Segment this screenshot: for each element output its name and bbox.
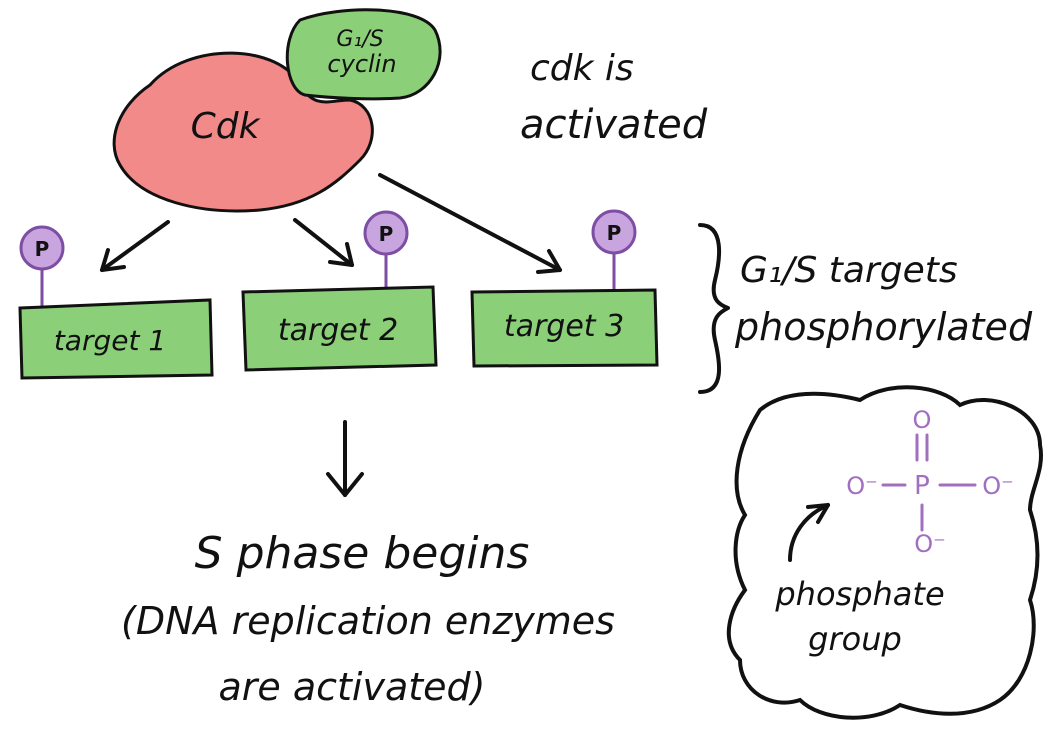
target-3: target 3 <box>470 288 659 368</box>
phosphate-pointer-arrow <box>788 503 830 562</box>
activation-note-line2: activated <box>520 102 708 148</box>
target-3-label: target 3 <box>504 309 624 344</box>
phosphate-group-label-line1: phosphate <box>774 575 944 613</box>
phosphate-left-oxygen: O⁻ <box>846 472 878 500</box>
target-1: target 1 <box>18 298 214 380</box>
phosphate-2: P <box>363 210 409 290</box>
target-2: target 2 <box>241 285 438 372</box>
cdk-label: Cdk <box>191 106 262 147</box>
phosphate-structure: O O⁻ P O⁻ O⁻ <box>846 406 1014 558</box>
cyclin <box>285 8 442 101</box>
phosphate-right-oxygen: O⁻ <box>982 472 1014 500</box>
activation-note-line1: cdk is <box>530 48 634 89</box>
arrow-to-target-1 <box>100 220 170 272</box>
phosphate-bottom-oxygen: O⁻ <box>914 530 946 558</box>
target-2-label: target 2 <box>278 313 398 348</box>
arrow-to-target-3 <box>378 173 562 274</box>
targets-note-line2: phosphorylated <box>734 305 1033 349</box>
outcome-line2: (DNA replication enzymes <box>121 599 615 643</box>
targets-note-line1: G₁/S targets <box>740 250 958 291</box>
down-arrow <box>326 420 364 497</box>
phosphate-1-label: P <box>35 237 50 261</box>
cyclin-label-line2: cyclin <box>327 50 396 78</box>
phosphate-1: P <box>19 225 65 308</box>
phosphate-group-cloud <box>726 385 1043 720</box>
cyclin-label-line1: G₁/S <box>336 27 383 52</box>
phosphate-center-p: P <box>914 471 930 501</box>
phosphate-group-label-line2: group <box>808 620 902 658</box>
target-1-label: target 1 <box>54 324 166 357</box>
targets-brace <box>698 223 730 394</box>
phosphate-3-label: P <box>607 221 622 245</box>
phosphate-top-oxygen: O <box>913 406 932 434</box>
phosphate-2-label: P <box>379 222 394 246</box>
outcome-line1: S phase begins <box>195 528 530 579</box>
outcome-line3: are activated) <box>218 665 485 709</box>
phosphate-3: P <box>591 209 637 292</box>
arrow-to-target-2 <box>293 218 354 267</box>
